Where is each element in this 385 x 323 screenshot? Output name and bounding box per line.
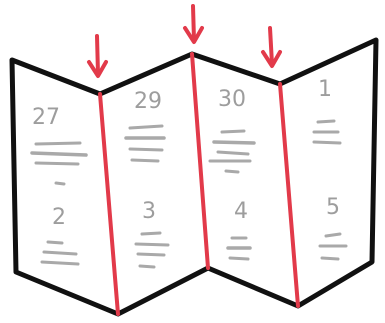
- down-arrow-icon: [89, 36, 106, 76]
- down-arrow-icon: [263, 28, 280, 66]
- date-label-bottom: 2: [52, 205, 66, 230]
- date-label-top: 1: [318, 77, 332, 102]
- date-label-top: 30: [218, 87, 246, 112]
- down-arrow-icon: [185, 6, 202, 42]
- date-label-bottom: 3: [142, 199, 156, 224]
- date-label-top: 27: [32, 105, 60, 130]
- date-label-bottom: 4: [234, 199, 248, 224]
- date-label-bottom: 5: [326, 195, 340, 220]
- date-label-top: 29: [134, 89, 162, 114]
